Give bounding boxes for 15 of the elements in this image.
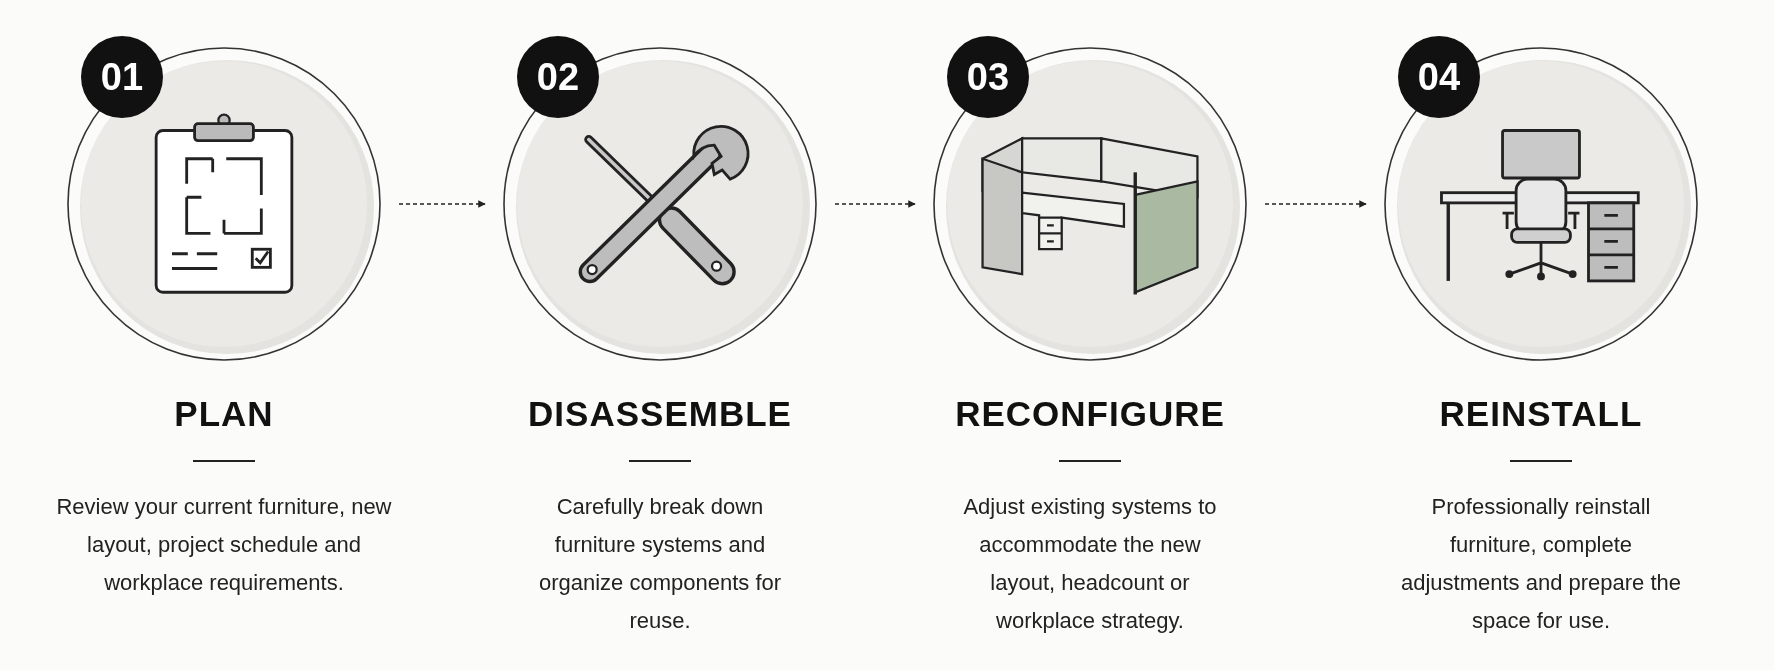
- arrow: [398, 200, 486, 208]
- step-title: DISASSEMBLE: [527, 394, 793, 434]
- arrow: [834, 200, 916, 208]
- step-number: 01: [81, 36, 163, 118]
- step-number: 03: [947, 36, 1029, 118]
- step-title: RECONFIGURE: [954, 394, 1226, 434]
- step-number: 02: [517, 36, 599, 118]
- step-description: Adjust existing systems to accommodate the new layout, headcount or workplace strategy.: [962, 493, 1218, 635]
- arrow: [1264, 200, 1367, 208]
- step-number: 04: [1398, 36, 1480, 118]
- step-title: REINSTALL: [1438, 394, 1644, 434]
- step-description: Review your current furniture, new layout, project schedule and workplace requirements.: [55, 493, 393, 597]
- step-description: Carefully break down furniture systems and organize components for reuse.: [537, 493, 783, 635]
- step-description: Professionally reinstall furniture, complete adjustments and prepare the space for use.: [1399, 493, 1683, 635]
- step-title: PLAN: [173, 394, 275, 434]
